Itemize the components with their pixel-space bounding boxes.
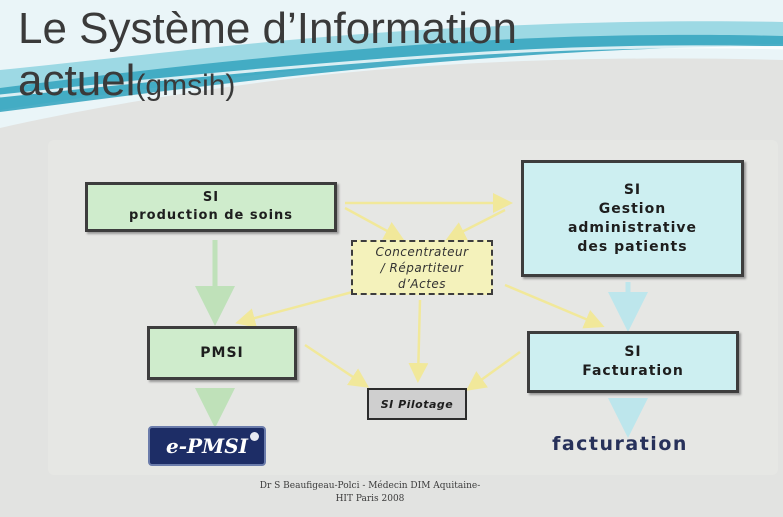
facturation-output-label: facturation [552, 433, 688, 455]
arrow-soins-to-concentrateur [344, 206, 405, 241]
box-si-facturation: SI Facturation [527, 331, 739, 393]
slide-footer: Dr S Beaufigeau-Polci - Médecin DIM Aqui… [200, 480, 540, 506]
box-si-gestion-line3: administrative [567, 219, 698, 236]
title-gmsih: (gmsih) [135, 69, 236, 102]
box-si-production-soins: SI production de soins [85, 182, 337, 232]
arrow-concentrateur-to-pilotage [408, 299, 429, 383]
box-si-pilotage: SI Pilotage [367, 388, 467, 420]
box-si-facturation-line1: SI [624, 344, 642, 360]
slide-title: Le Système d’Information [18, 4, 517, 53]
arrow-facturation-to-pilotage [465, 350, 521, 391]
box-concentrateur-actes: Concentrateur / Répartiteur d’Actes [351, 240, 493, 295]
box-si-facturation-line2: Facturation [582, 363, 684, 379]
box-si-production-soins-line1: SI [202, 190, 220, 205]
epmsi-logo-text: e-PMSI [165, 434, 248, 458]
box-pmsi-label: PMSI [200, 345, 244, 361]
box-si-gestion-line1: SI [623, 181, 642, 198]
arrow-pmsi-to-pilotage [304, 343, 370, 388]
box-pmsi: PMSI [147, 326, 297, 380]
box-concentrateur-line2: / Répartiteur [380, 260, 464, 275]
arrow-gestion-to-concentrateur [445, 208, 506, 241]
arrow-concentrateur-to-pmsi [235, 288, 361, 328]
epmsi-logo: e-PMSI [148, 426, 266, 466]
footer-line1: Dr S Beaufigeau-Polci - Médecin DIM Aqui… [259, 481, 481, 491]
box-si-gestion-patients: SI Gestion administrative des patients [521, 160, 744, 277]
title-actuel: actuel [18, 56, 136, 105]
arrow-concentrateur-to-facturation [504, 283, 605, 329]
box-concentrateur-line1: Concentrateur [375, 244, 469, 259]
slide-subtitle: actuel(gmsih) [18, 56, 235, 106]
box-si-gestion-line2: Gestion [598, 200, 667, 217]
title-band-swoosh [0, 0, 783, 128]
footer-line2: HIT Paris 2008 [335, 494, 405, 504]
box-si-production-soins-line2: production de soins [128, 208, 294, 223]
box-si-gestion-line4: des patients [577, 238, 688, 255]
box-si-pilotage-label: SI Pilotage [380, 397, 454, 411]
epmsi-logo-dot [250, 432, 259, 441]
box-concentrateur-line3: d’Actes [397, 276, 447, 291]
